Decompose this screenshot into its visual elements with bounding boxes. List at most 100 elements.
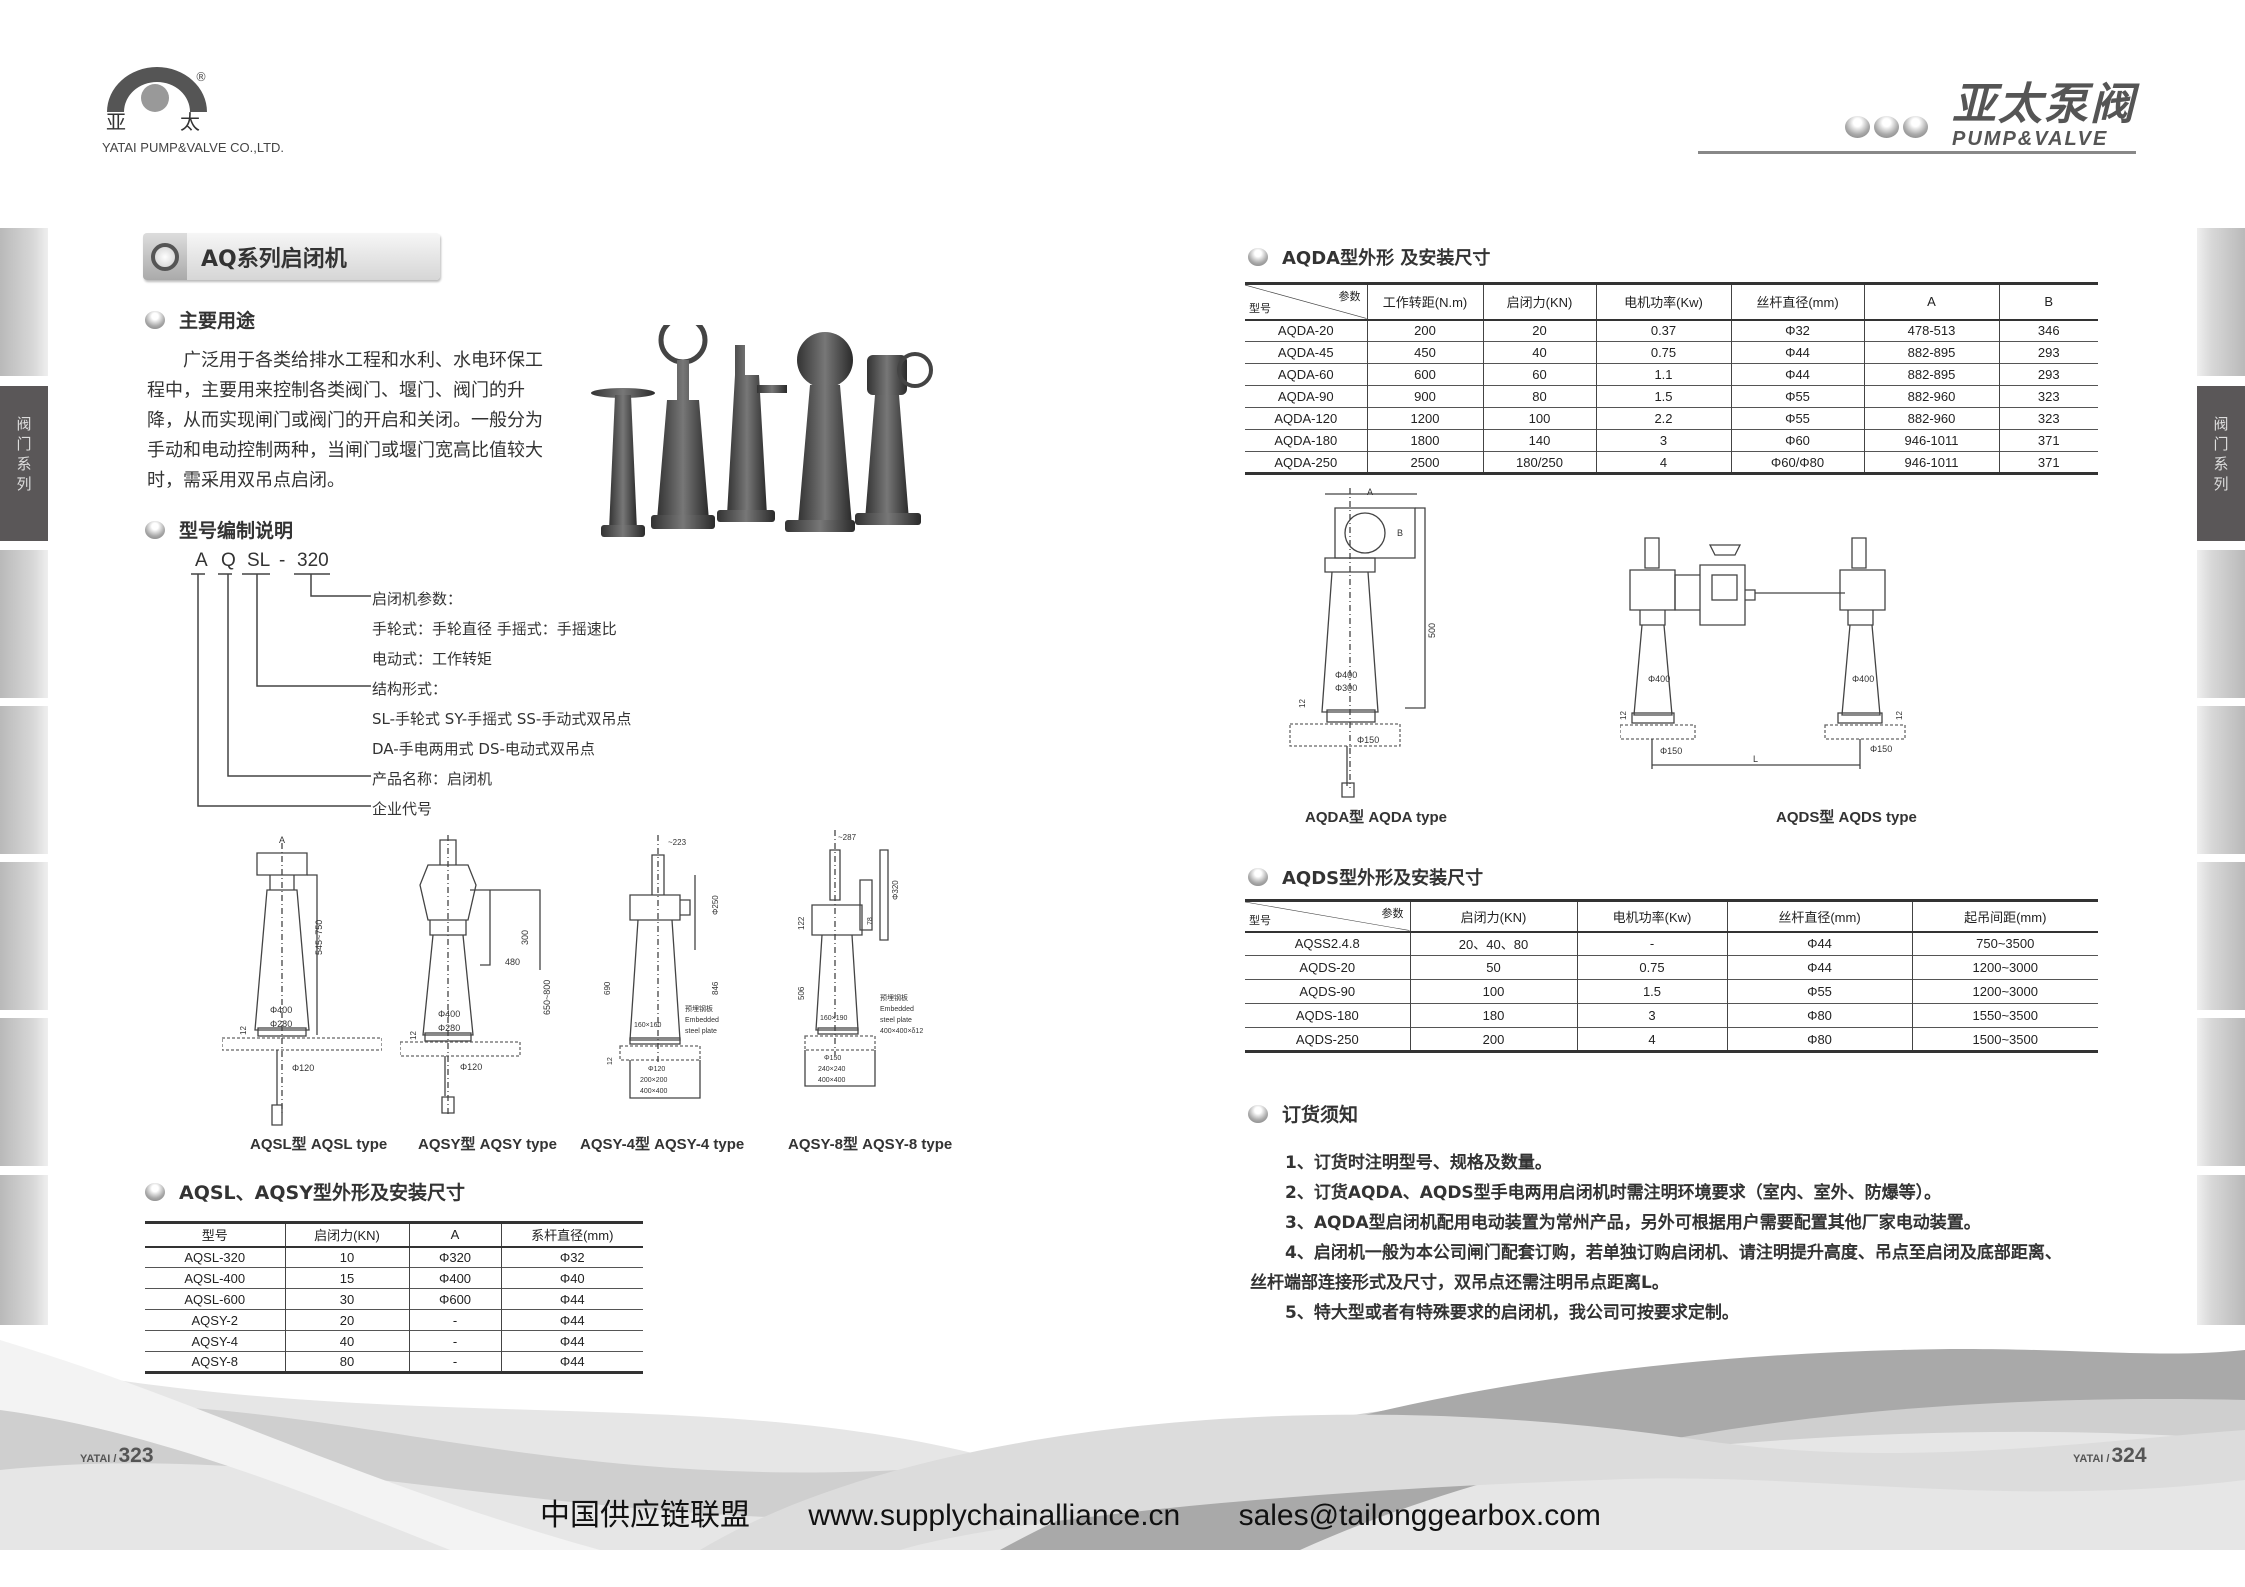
side-tab[interactable] bbox=[0, 706, 48, 854]
drawing-aqsy-4: ~223 Φ250 690 846 160×160 预埋钢板 Embedded … bbox=[603, 835, 720, 1099]
dim-label: 12 bbox=[409, 1031, 418, 1040]
column-header: 丝杆直径(mm) bbox=[1730, 283, 1864, 320]
table-cell: 323 bbox=[1998, 385, 2098, 408]
product-photo bbox=[591, 325, 933, 537]
table-cell: AQSL-320 bbox=[184, 1249, 246, 1265]
table-cell: 200 bbox=[1409, 1027, 1577, 1052]
table-cell: 1200 bbox=[1366, 407, 1483, 430]
table-cell: 371 bbox=[1998, 451, 2098, 474]
heading-text: 型号编制说明 bbox=[179, 520, 294, 542]
table-cell: 1.1 bbox=[1595, 363, 1731, 386]
corner-model-label: 型号 bbox=[1249, 914, 1271, 927]
code-structure-desc: SL-手轮式 SY-手摇式 SS-手动式双吊点 bbox=[372, 710, 632, 728]
table-cell: 946-1011 bbox=[1863, 451, 1999, 474]
bullet-ball-icon bbox=[1248, 248, 1268, 266]
dim-label: 200×200 bbox=[640, 1077, 668, 1084]
side-tab[interactable] bbox=[0, 550, 48, 698]
dim-label: B bbox=[1397, 528, 1403, 538]
side-tab[interactable] bbox=[2197, 228, 2245, 376]
side-tab-char: 系 bbox=[16, 455, 32, 473]
bullet-ball-icon bbox=[1248, 868, 1268, 886]
code-a: A bbox=[195, 550, 208, 571]
footer-wave-decoration bbox=[0, 1340, 2245, 1550]
table-cell: AQSL-400 bbox=[184, 1270, 246, 1286]
table-cell: 2500 bbox=[1366, 451, 1483, 474]
usage-line: 手动和电动控制两种，当闸门或堰门宽高比值较大 bbox=[147, 440, 543, 461]
table-cell: AQDS-90 bbox=[1299, 984, 1356, 999]
dim-label: Φ400 bbox=[1648, 674, 1670, 684]
table-header-row: 参数型号启闭力(KN)电机功率(Kw)丝杆直径(mm)起吊间距(mm) bbox=[1245, 900, 2098, 932]
table-cell: 946-1011 bbox=[1863, 429, 1999, 452]
table-cell: 80 bbox=[284, 1351, 409, 1373]
side-tab[interactable] bbox=[2197, 1018, 2245, 1166]
dim-label: Φ400 bbox=[270, 1005, 292, 1015]
table-cell: 0.37 bbox=[1595, 319, 1731, 342]
table-cell: 50 bbox=[1409, 955, 1577, 980]
drawing-caption: AQSY-4型 AQSY-4 type bbox=[580, 1136, 745, 1153]
dim-label: A bbox=[279, 835, 285, 845]
table-cell: AQDS-20 bbox=[1299, 960, 1356, 975]
side-tab[interactable] bbox=[2197, 862, 2245, 1010]
order-note: 2、订货AQDA、AQDS型手电两用启闭机时需注明环境要求（室内、室外、防爆等）… bbox=[1285, 1183, 1942, 1203]
header-rule bbox=[1698, 151, 2136, 154]
table-cell: 882-895 bbox=[1863, 363, 1999, 386]
table-cell: 80 bbox=[1482, 385, 1596, 408]
side-tab-valve-series[interactable]: 阀门系列 bbox=[0, 386, 48, 541]
heading-text: 订货须知 bbox=[1282, 1104, 1359, 1126]
side-tab-valve-series[interactable]: 阀门系列 bbox=[2197, 386, 2245, 541]
dim-label: 300 bbox=[520, 930, 530, 945]
side-tab[interactable] bbox=[2197, 1175, 2245, 1325]
footer-website[interactable]: www.supplychainalliance.cn bbox=[808, 1499, 1181, 1532]
footer-email[interactable]: sales@tailonggearbox.com bbox=[1238, 1499, 1601, 1532]
side-tab[interactable] bbox=[0, 228, 48, 376]
table-cell: 293 bbox=[1998, 363, 2098, 386]
dim-label: 预埋钢板 bbox=[685, 1004, 713, 1013]
table-cell: 1200~3000 bbox=[1911, 979, 2098, 1004]
side-tab[interactable] bbox=[2197, 550, 2245, 698]
table-cell: AQDA-90 bbox=[1277, 389, 1334, 404]
page-num: 324 bbox=[2111, 1444, 2147, 1467]
table-cell: 3 bbox=[1576, 1003, 1727, 1028]
table-cell: 882-960 bbox=[1863, 407, 1999, 430]
usage-paragraph: 广泛用于各类给排水工程和水利、水电环保工 程中，主要用来控制各类阀门、堰门、阀门… bbox=[147, 346, 547, 496]
side-tab[interactable] bbox=[0, 862, 48, 1010]
aqds-table: 参数型号启闭力(KN)电机功率(Kw)丝杆直径(mm)起吊间距(mm) AQSS… bbox=[1245, 899, 2098, 1053]
side-tab[interactable] bbox=[0, 1018, 48, 1166]
page-title: AQ系列启闭机 bbox=[201, 246, 347, 272]
drawing-aqsl: A 545~750 Φ400 Φ280 12 Φ120 bbox=[222, 835, 382, 1126]
side-tab[interactable] bbox=[2197, 706, 2245, 854]
corner-header-cell: 参数型号 bbox=[1245, 901, 1410, 932]
logo-arch-icon bbox=[107, 67, 207, 112]
dim-label: 160×160 bbox=[634, 1022, 662, 1029]
side-tab-char: 阀 bbox=[2213, 415, 2229, 433]
table-cell: Φ40 bbox=[500, 1267, 643, 1289]
dim-label: Φ150 bbox=[824, 1055, 841, 1062]
table-cell: 180/250 bbox=[1482, 451, 1596, 474]
table-cell: 40 bbox=[284, 1330, 409, 1352]
dim-label: Embedded bbox=[685, 1017, 719, 1024]
table-cell: 200 bbox=[1366, 319, 1483, 342]
usage-line: 时，需采用双吊点启闭。 bbox=[147, 470, 345, 491]
page-num: 323 bbox=[118, 1444, 154, 1467]
table-cell: 1200~3000 bbox=[1911, 955, 2098, 980]
table-cell: 20 bbox=[284, 1309, 409, 1331]
table-cell: 20 bbox=[1482, 319, 1596, 342]
dim-label: 846 bbox=[711, 981, 720, 995]
column-header: 电机功率(Kw) bbox=[1576, 900, 1727, 932]
table-cell: 140 bbox=[1482, 429, 1596, 452]
dim-label: 690 bbox=[603, 981, 612, 995]
table-cell: Φ400 bbox=[408, 1267, 501, 1289]
table-cell: Φ44 bbox=[1726, 955, 1912, 980]
table-cell: 100 bbox=[1482, 407, 1596, 430]
column-header: A bbox=[1863, 283, 1999, 320]
side-tab[interactable] bbox=[0, 1175, 48, 1325]
table-cell: 371 bbox=[1998, 429, 2098, 452]
